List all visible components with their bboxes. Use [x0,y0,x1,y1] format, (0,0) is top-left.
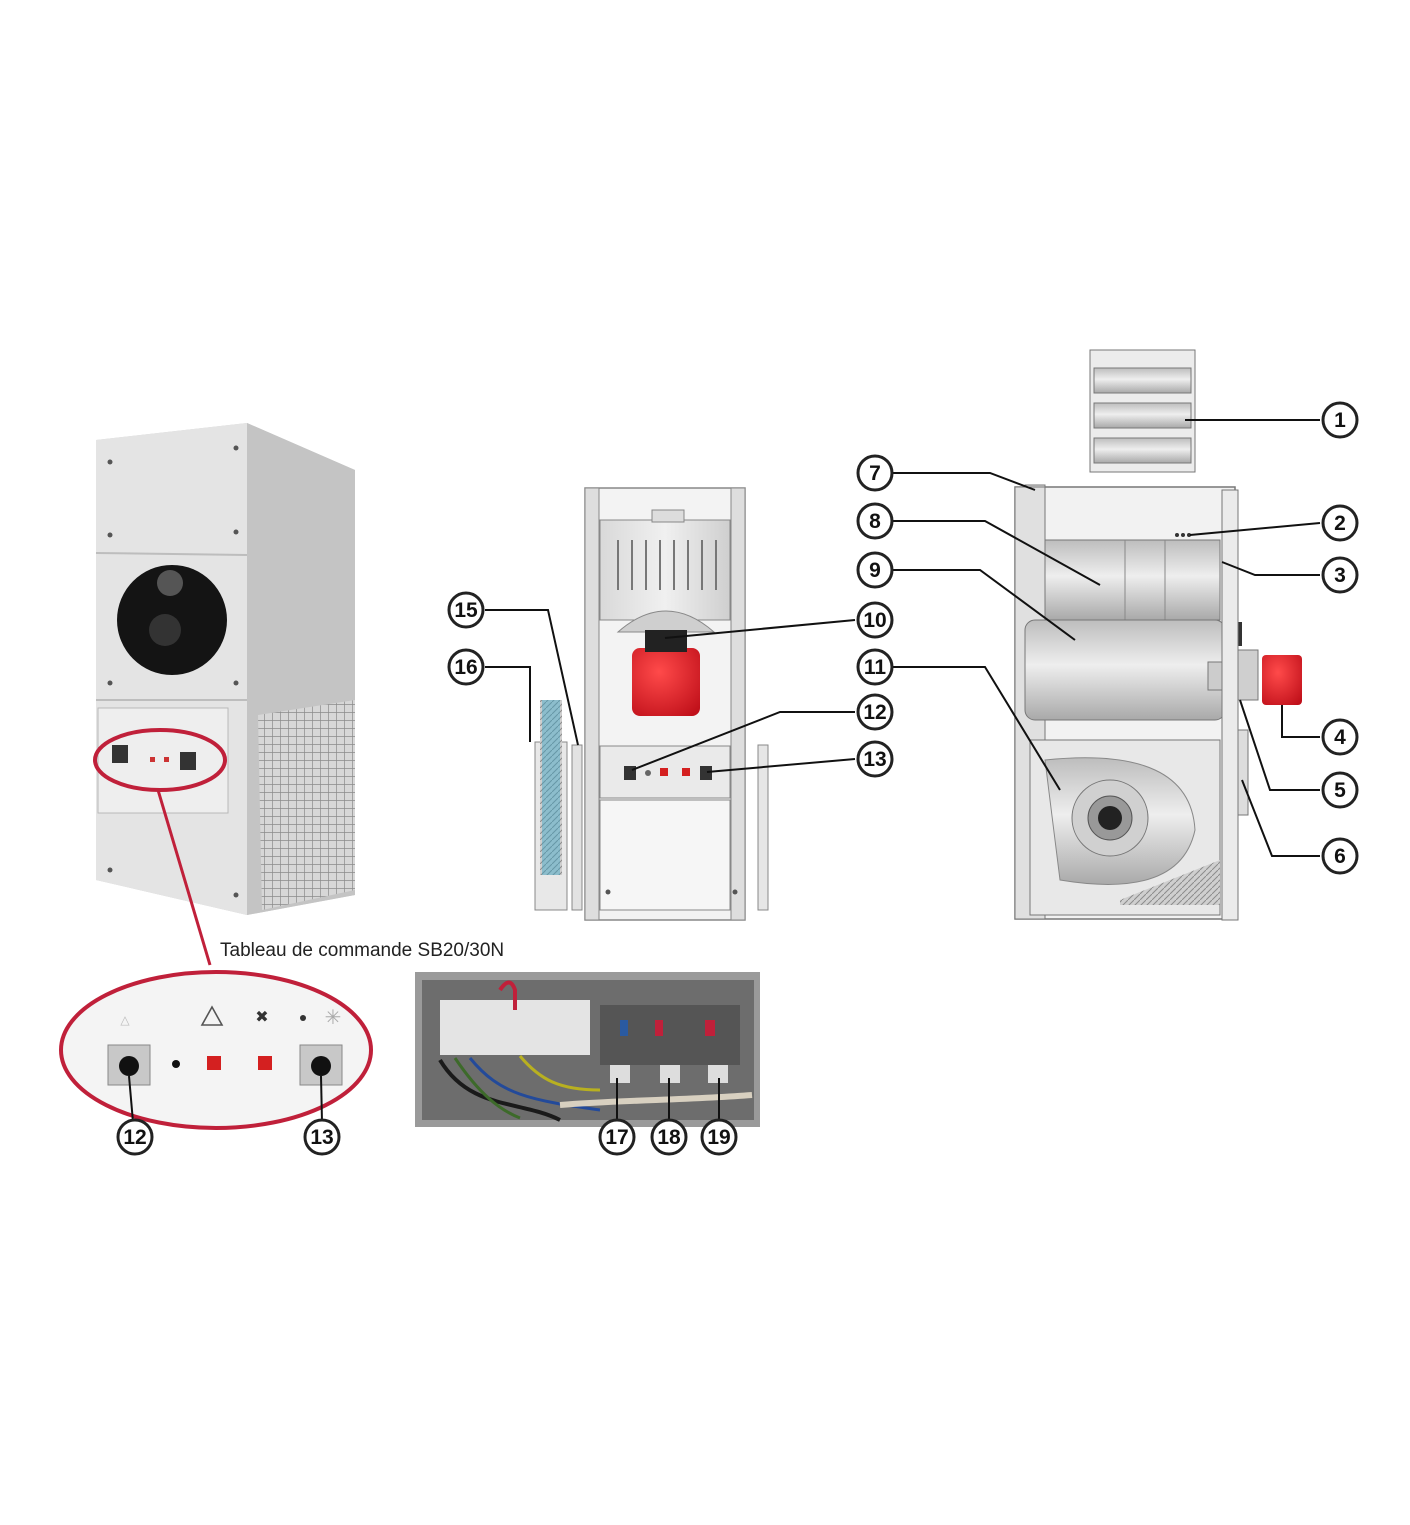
callout-number: 13 [310,1126,333,1149]
heater-photo [95,423,355,915]
callout-c4: 4 [1321,718,1359,756]
callout-number: 11 [864,656,887,679]
panel-highlight-small [93,728,227,792]
callout-number: 8 [869,510,881,533]
callout-number: 1 [1334,409,1346,432]
callout-number: 18 [657,1126,681,1149]
callout-circle [856,551,894,589]
callout-circle [856,740,894,778]
callout-c12: 12 [856,693,894,731]
callout-circle [856,454,894,492]
warning-icon [200,1005,224,1026]
callout-number: 19 [707,1126,730,1149]
callout-circle [1321,718,1359,756]
callout-number: 10 [863,609,886,632]
callout-circle [856,601,894,639]
fan-icon: ✖ [255,1009,268,1026]
leader-lines-front [485,609,856,773]
callout-number: 15 [454,599,478,622]
callout-circle [650,1118,688,1156]
callout-circle [598,1118,636,1156]
indicator-lamp-fan [258,1056,272,1070]
control-panel-zoom: ✖ ✳ △ [59,970,373,1130]
wiring-photo [415,972,760,1127]
callout-number: 16 [454,656,477,679]
side-section-schematic [1014,349,1302,921]
callout-circle [116,1118,154,1156]
callout-number: 9 [869,559,881,582]
callout-circle [856,648,894,686]
callout-number: 3 [1334,564,1346,587]
callout-circle [1321,504,1359,542]
callout-circle [303,1118,341,1156]
callout-c13: 13 [856,740,894,778]
callout-circle [856,693,894,731]
callout-c6: 6 [1321,837,1359,875]
control-panel-caption: Tableau de commande SB20/30N [220,940,505,961]
callout-c2: 2 [1321,504,1359,542]
callout-c18: 18 [650,1118,688,1156]
callout-number: 12 [863,701,886,724]
callout-c10: 10 [856,601,894,639]
callout-c19: 19 [700,1118,738,1156]
callout-circle [447,648,485,686]
indicator-lamp-fault [207,1056,221,1070]
callout-c16: 16 [447,648,485,686]
burner-body [632,648,700,716]
side-grille [258,700,355,910]
callout-c11: 11 [856,648,894,686]
callout-c12b: 12 [116,1118,154,1156]
air-filter [540,700,562,875]
callout-number: 13 [863,748,886,771]
callout-number: 5 [1334,779,1346,802]
callout-circle [447,591,485,629]
leader-lines-side [893,419,1321,857]
callout-number: 7 [869,462,881,485]
callout-number: 2 [1334,512,1346,535]
callout-circle [700,1118,738,1156]
callout-c1: 1 [1321,401,1359,439]
highlight-connector [156,789,212,966]
callout-c13b: 13 [303,1118,341,1156]
combustion-chamber [1024,619,1226,721]
callout-number: 17 [605,1126,628,1149]
callout-number: 6 [1334,845,1346,868]
power-icon: △ [120,1013,130,1027]
callout-c15: 15 [447,591,485,629]
frost-icon: ✳ [325,1007,342,1029]
callout-c7: 7 [856,454,894,492]
callout-circle [1321,556,1359,594]
callout-number: 12 [123,1126,146,1149]
callout-c17: 17 [598,1118,636,1156]
front-schematic [534,487,769,921]
callout-circle [1321,837,1359,875]
callout-circle [856,502,894,540]
callout-c8: 8 [856,502,894,540]
burner-red [1262,655,1302,705]
callout-c9: 9 [856,551,894,589]
callout-c5: 5 [1321,771,1359,809]
callout-circle [1321,771,1359,809]
callout-c3: 3 [1321,556,1359,594]
callout-circle [1321,401,1359,439]
callout-number: 4 [1334,726,1346,749]
